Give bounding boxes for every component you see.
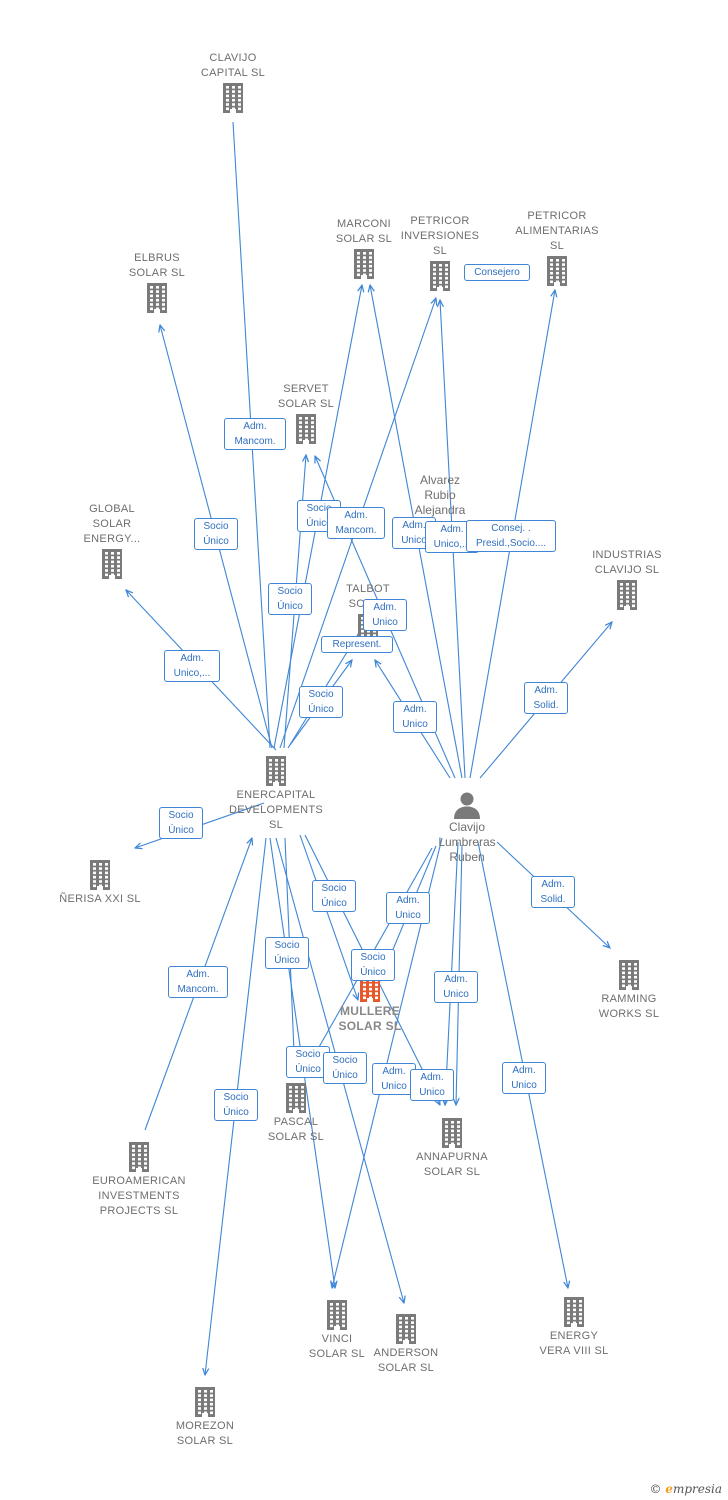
company-label: VINCI SOLAR SL bbox=[308, 1333, 366, 1360]
brand-footer: © empresia bbox=[649, 1482, 722, 1496]
company-node-ramming-works[interactable]: RAMMING WORKS SL bbox=[559, 958, 699, 1022]
building-icon bbox=[564, 1297, 584, 1327]
relation-label-r21[interactable]: Socio Único bbox=[351, 949, 395, 981]
brand-initial: e bbox=[665, 1482, 673, 1496]
relation-label-r8[interactable]: Consej. . Presid.,Socio.... bbox=[466, 520, 556, 552]
company-node-euroamerican[interactable]: EUROAMERICAN INVESTMENTS PROJECTS SL bbox=[69, 1140, 209, 1219]
company-node-marconi-solar[interactable]: MARCONI SOLAR SL bbox=[294, 217, 434, 281]
person-label: Alvarez Rubio Alejandra bbox=[414, 473, 466, 517]
building-icon bbox=[223, 83, 243, 113]
relation-label-r29[interactable]: Socio Único bbox=[214, 1089, 258, 1121]
company-node-elbrus-solar[interactable]: ELBRUS SOLAR SL bbox=[87, 251, 227, 315]
brand-name: mpresia bbox=[672, 1482, 722, 1496]
relation-label-r19[interactable]: Adm. Solid. bbox=[531, 876, 575, 908]
relation-label-r23[interactable]: Adm. Mancom. bbox=[168, 966, 228, 998]
company-label: ENERCAPITAL DEVELOPMENTS SL bbox=[228, 789, 324, 831]
company-label: INDUSTRIAS CLAVIJO SL bbox=[592, 549, 662, 576]
relation-label-r14[interactable]: Adm. Unico bbox=[393, 701, 437, 733]
building-icon bbox=[619, 960, 639, 990]
building-icon bbox=[266, 756, 286, 786]
building-icon bbox=[547, 256, 567, 286]
relation-label-r2[interactable]: Consejero bbox=[464, 264, 530, 281]
relation-label-r12[interactable]: Adm. Unico,... bbox=[164, 650, 220, 682]
company-label: SERVET SOLAR SL bbox=[277, 383, 335, 410]
building-icon bbox=[327, 1300, 347, 1330]
relation-label-r1[interactable]: Adm. Mancom. bbox=[224, 418, 286, 450]
company-node-enercapital[interactable]: ENERCAPITAL DEVELOPMENTS SL bbox=[206, 754, 346, 833]
relation-label-r22[interactable]: Adm. Unico bbox=[434, 971, 478, 1003]
company-node-energy-vera[interactable]: ENERGY VERA VIII SL bbox=[504, 1295, 644, 1359]
relation-label-r16[interactable]: Socio Único bbox=[159, 807, 203, 839]
building-icon bbox=[354, 249, 374, 279]
company-label: ANDERSON SOLAR SL bbox=[373, 1347, 439, 1374]
company-node-petricor-alimentarias[interactable]: PETRICOR ALIMENTARIAS SL bbox=[487, 209, 627, 288]
company-label: ELBRUS SOLAR SL bbox=[128, 252, 186, 279]
person-node-clavijo-lumbreras[interactable]: Clavijo Lumbreras Ruben bbox=[397, 790, 537, 865]
company-node-pascal-solar[interactable]: PASCAL SOLAR SL bbox=[226, 1081, 366, 1145]
company-label: ENERGY VERA VIII SL bbox=[539, 1330, 609, 1357]
company-node-global-solar[interactable]: GLOBAL SOLAR ENERGY... bbox=[42, 502, 182, 581]
relation-label-r27[interactable]: Adm. Unico bbox=[410, 1069, 454, 1101]
company-label: EUROAMERICAN INVESTMENTS PROJECTS SL bbox=[92, 1175, 186, 1217]
company-label: PETRICOR INVERSIONES SL bbox=[400, 215, 480, 257]
building-icon bbox=[102, 549, 122, 579]
company-node-annapurna-solar[interactable]: ANNAPURNA SOLAR SL bbox=[382, 1116, 522, 1180]
building-icon bbox=[286, 1083, 306, 1113]
relation-label-r13[interactable]: Socio Único bbox=[299, 686, 343, 718]
building-icon bbox=[147, 283, 167, 313]
company-node-clavijo-capital[interactable]: CLAVIJO CAPITAL SL bbox=[163, 51, 303, 115]
relation-label-r17[interactable]: Socio Único bbox=[312, 880, 356, 912]
company-node-industrias-clavijo[interactable]: INDUSTRIAS CLAVIJO SL bbox=[557, 548, 697, 612]
building-icon bbox=[296, 414, 316, 444]
company-label: GLOBAL SOLAR ENERGY... bbox=[83, 503, 141, 545]
building-icon bbox=[442, 1118, 462, 1148]
relation-label-r10[interactable]: Adm. Unico bbox=[363, 599, 407, 631]
relation-label-r5[interactable]: Adm. Mancom. bbox=[327, 507, 385, 539]
building-icon bbox=[90, 860, 110, 890]
building-icon bbox=[129, 1142, 149, 1172]
person-node-alvarez-rubio[interactable]: Alvarez Rubio Alejandra bbox=[370, 473, 510, 518]
company-label: MARCONI SOLAR SL bbox=[335, 218, 393, 245]
relation-label-r26[interactable]: Adm. Unico bbox=[372, 1063, 416, 1095]
relation-label-r3[interactable]: Socio Único bbox=[194, 518, 238, 550]
company-node-petricor-inversiones[interactable]: PETRICOR INVERSIONES SL bbox=[370, 214, 510, 293]
relation-label-r11[interactable]: Represent. bbox=[321, 636, 393, 653]
company-label: MULLERE SOLAR SL bbox=[338, 1004, 402, 1033]
company-label: RAMMING WORKS SL bbox=[598, 993, 660, 1020]
person-icon bbox=[454, 792, 480, 819]
company-node-anderson-solar[interactable]: ANDERSON SOLAR SL bbox=[336, 1312, 476, 1376]
relation-label-r18[interactable]: Adm. Unico bbox=[386, 892, 430, 924]
company-label: MOREZON SOLAR SL bbox=[175, 1420, 235, 1447]
company-node-morezon-solar[interactable]: MOREZON SOLAR SL bbox=[135, 1385, 275, 1449]
building-icon bbox=[195, 1387, 215, 1417]
copyright-icon: © bbox=[649, 1482, 662, 1496]
building-icon bbox=[430, 261, 450, 291]
company-label: PETRICOR ALIMENTARIAS SL bbox=[515, 210, 599, 252]
company-node-vinci-solar[interactable]: VINCI SOLAR SL bbox=[267, 1298, 407, 1362]
company-label: ÑERISA XXI SL bbox=[59, 893, 141, 905]
company-node-servet-solar[interactable]: SERVET SOLAR SL bbox=[236, 382, 376, 446]
relation-label-r20[interactable]: Socio Único bbox=[265, 937, 309, 969]
building-icon bbox=[396, 1314, 416, 1344]
person-label: Clavijo Lumbreras Ruben bbox=[438, 820, 496, 864]
company-label: CLAVIJO CAPITAL SL bbox=[200, 52, 266, 79]
relation-label-r9[interactable]: Socio Único bbox=[268, 583, 312, 615]
company-label: PASCAL SOLAR SL bbox=[267, 1116, 325, 1143]
relation-label-r28[interactable]: Adm. Unico bbox=[502, 1062, 546, 1094]
company-label: ANNAPURNA SOLAR SL bbox=[416, 1151, 488, 1178]
relation-label-r24[interactable]: Socio Único bbox=[286, 1046, 330, 1078]
relation-label-r15[interactable]: Adm. Solid. bbox=[524, 682, 568, 714]
relation-label-r25[interactable]: Socio Único bbox=[323, 1052, 367, 1084]
company-node-nerisa[interactable]: ÑERISA XXI SL bbox=[30, 858, 170, 907]
building-icon bbox=[617, 580, 637, 610]
edge-line bbox=[299, 834, 358, 1000]
